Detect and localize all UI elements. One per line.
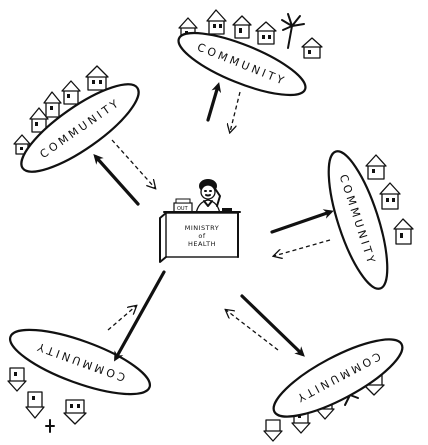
houses-lower-left bbox=[7, 367, 87, 433]
out-tray-label: OUT bbox=[177, 206, 189, 212]
community-lower-left: COMMUNITY bbox=[7, 328, 152, 433]
community-oval-upper-left bbox=[20, 83, 140, 173]
arrow-dashed-from-top bbox=[230, 91, 241, 132]
arrow-dashed-from-lower-left bbox=[107, 306, 136, 331]
out-tray: OUT bbox=[173, 198, 193, 213]
arrow-solid-to-lower-left bbox=[114, 270, 166, 362]
arrow-solid-to-right bbox=[270, 209, 334, 234]
desk-label-health: HEALTH bbox=[188, 240, 216, 248]
desk: MINISTRY of HEALTH bbox=[159, 211, 241, 263]
community-oval-top bbox=[177, 31, 307, 97]
desk-label-ministry: MINISTRY bbox=[185, 224, 219, 232]
arrow-solid-to-top bbox=[206, 82, 222, 122]
head bbox=[200, 184, 216, 200]
community-upper-left: COMMUNITY bbox=[13, 65, 140, 173]
official-figure bbox=[195, 179, 232, 215]
community-top: COMMUNITY bbox=[177, 9, 323, 97]
community-oval-lower-left bbox=[8, 328, 152, 396]
ministry-of-health: OUT MINISTRY of HEALTH bbox=[159, 179, 241, 263]
arrow-solid-to-lower-right bbox=[240, 294, 305, 357]
arrow-dashed-from-lower-right bbox=[226, 310, 279, 351]
arrow-dashed-from-right bbox=[274, 239, 331, 256]
community-right: COMMUNITY bbox=[327, 150, 414, 290]
houses-right bbox=[365, 154, 414, 245]
community-lower-right: COMMUNITY bbox=[263, 338, 404, 442]
arrow-solid-to-upper-left bbox=[93, 154, 140, 206]
community-oval-lower-right bbox=[272, 338, 404, 418]
telephone-icon bbox=[215, 189, 221, 207]
arrow-dashed-from-upper-left bbox=[111, 139, 155, 188]
houses-upper-left bbox=[13, 65, 109, 155]
desk-label-of: of bbox=[198, 232, 205, 240]
community-oval-right bbox=[327, 150, 389, 290]
